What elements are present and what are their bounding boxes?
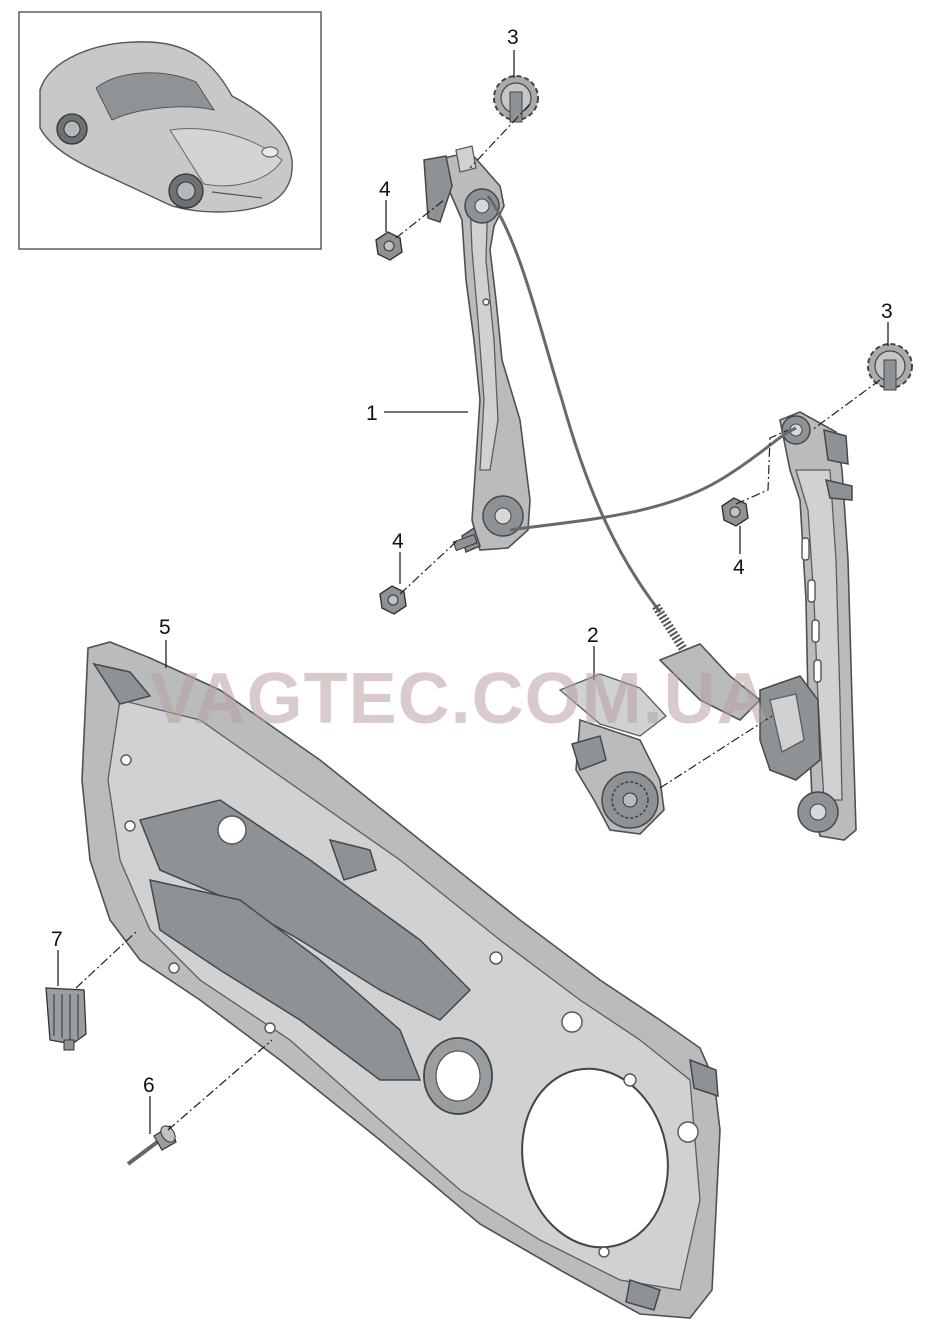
vehicle-thumbnail [18,11,322,250]
callout-4-top: 4 [379,178,391,201]
callout-5: 5 [159,616,171,639]
callout-labels: 1 2 3 3 4 4 4 5 6 7 [51,26,893,1097]
window-regulator-motor [558,673,667,835]
car-windshield [95,72,216,121]
callout-2: 2 [587,624,599,647]
window-regulator-rail-right [658,411,857,841]
callout-4-right: 4 [733,556,745,579]
retaining-clip [45,987,87,1051]
drive-gear-top [493,75,539,123]
regulator-cables [486,195,797,653]
speaker-opening [521,1067,669,1249]
window-regulator-rail [423,145,531,554]
callout-6: 6 [143,1074,155,1097]
callout-3-top: 3 [507,26,519,49]
expanding-rivet [126,1125,177,1166]
drive-gear-right [867,343,913,391]
callout-3-right: 3 [881,300,893,323]
car-hood [169,128,283,187]
cable-spring [652,603,688,653]
callout-4-bottom: 4 [392,530,404,553]
callout-1: 1 [366,402,378,425]
stud-bolt [452,533,478,552]
hex-nut-right [721,497,749,527]
leader-lines [57,50,889,1134]
hex-nut-top [375,231,403,261]
callout-7: 7 [51,928,63,951]
door-module-carrier [81,641,721,1319]
hex-nut-bottom [379,585,407,615]
